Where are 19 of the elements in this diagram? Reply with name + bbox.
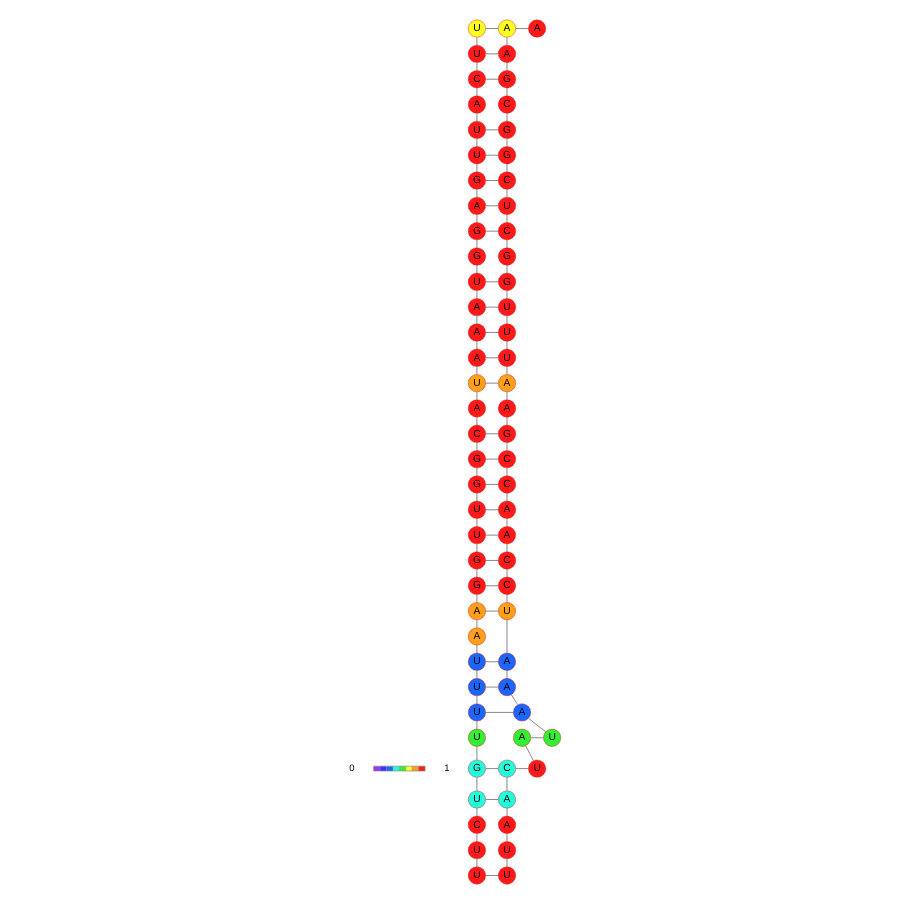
connector bbox=[485, 768, 499, 769]
connector bbox=[485, 180, 499, 181]
connector bbox=[511, 694, 518, 705]
connector bbox=[528, 718, 546, 733]
connector bbox=[485, 332, 499, 333]
connector bbox=[476, 670, 478, 679]
connector bbox=[525, 745, 534, 761]
connector bbox=[485, 686, 499, 688]
connector bbox=[485, 560, 499, 561]
connector bbox=[530, 737, 544, 739]
connector bbox=[515, 28, 529, 29]
connector bbox=[485, 875, 499, 876]
connector bbox=[515, 768, 529, 769]
connector bbox=[485, 712, 514, 713]
connector bbox=[506, 670, 508, 679]
connector bbox=[506, 619, 508, 654]
connector bbox=[485, 28, 499, 29]
connector bbox=[485, 484, 499, 485]
connector bbox=[485, 799, 499, 800]
